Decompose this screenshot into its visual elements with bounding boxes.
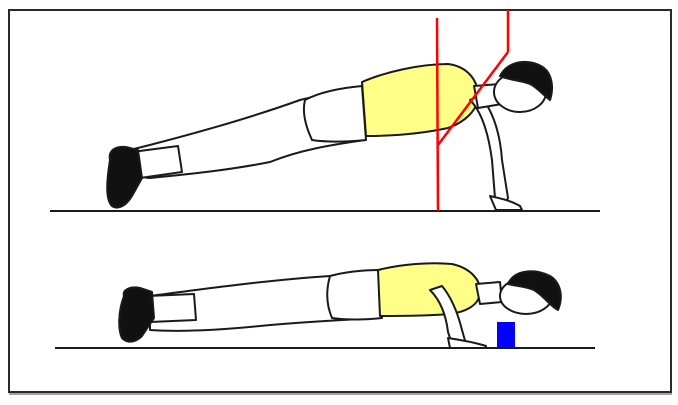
chest-block xyxy=(497,322,515,348)
top-panel xyxy=(50,10,600,211)
arm-top xyxy=(470,95,508,204)
bottom-panel xyxy=(55,263,595,348)
vertical-marker-line xyxy=(437,18,438,211)
shoe-top xyxy=(107,147,142,208)
shirt-top xyxy=(362,64,478,136)
hand-bottom xyxy=(448,338,486,348)
neck-bottom xyxy=(476,282,502,304)
shorts-bottom xyxy=(327,270,382,320)
sock-bottom xyxy=(148,294,196,322)
shorts-top xyxy=(304,86,366,142)
figure-down-position xyxy=(119,263,561,348)
shoe-bottom xyxy=(119,287,154,341)
